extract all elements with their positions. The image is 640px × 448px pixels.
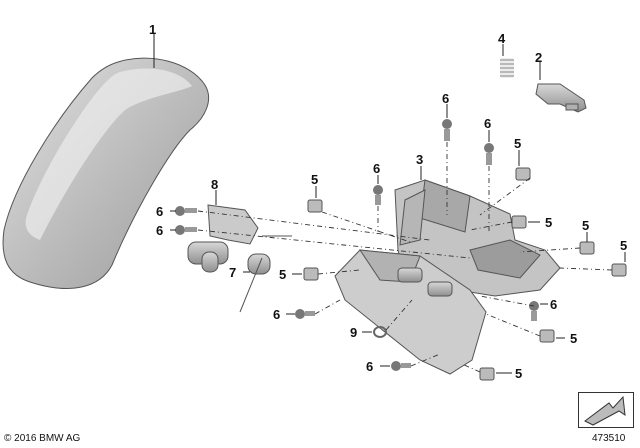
arrow-icon (584, 395, 626, 426)
spring-part (500, 44, 514, 78)
alignment-lines (197, 142, 613, 373)
screw (442, 119, 452, 141)
callout-5: 5 (279, 267, 286, 282)
clip-nut (307, 199, 323, 213)
callout-6: 6 (484, 116, 491, 131)
clip-nuts-part-5 (303, 167, 627, 381)
callout-6: 6 (156, 223, 163, 238)
callout-5: 5 (515, 366, 522, 381)
screw (373, 185, 383, 205)
callout-8: 8 (211, 177, 218, 192)
callout-9: 9 (350, 325, 357, 340)
screws-part-6 (175, 119, 539, 371)
callout-5: 5 (311, 172, 318, 187)
callout-5: 5 (570, 331, 577, 346)
callout-2: 2 (535, 50, 542, 65)
screw (175, 225, 197, 235)
lever-part (535, 62, 587, 113)
screw (391, 361, 411, 371)
clip-nut (579, 241, 595, 255)
navigation-arrow-box[interactable] (578, 392, 634, 428)
callout-leaders (170, 104, 626, 374)
callout-5: 5 (620, 238, 627, 253)
clip-part (239, 235, 292, 313)
callout-6: 6 (373, 161, 380, 176)
screw (175, 206, 197, 216)
callout-5: 5 (582, 218, 589, 233)
screw (484, 143, 494, 165)
clip-nut (539, 329, 555, 343)
callout-3: 3 (416, 152, 423, 167)
screw (295, 309, 315, 319)
callout-7: 7 (229, 265, 236, 280)
clip-nut (479, 367, 495, 381)
callout-4: 4 (498, 31, 506, 46)
copyright-text: © 2016 BMW AG (4, 433, 81, 444)
callout-6: 6 (273, 307, 280, 322)
callout-5: 5 (514, 136, 521, 151)
clip-nut (303, 267, 319, 281)
callout-6: 6 (156, 204, 163, 219)
clip-nut (515, 167, 531, 181)
lower-tray-part (334, 249, 487, 375)
callout-6: 6 (442, 91, 449, 106)
callout-6: 6 (366, 359, 373, 374)
callout-5: 5 (545, 215, 552, 230)
clip-nut (611, 263, 627, 277)
screw (529, 301, 539, 321)
callout-6: 6 (550, 297, 557, 312)
callout-1: 1 (149, 22, 156, 37)
ring-part (373, 326, 387, 338)
armrest-cover-part (2, 34, 210, 289)
diagram-number: 473510 (592, 433, 626, 444)
hinge-bracket-part (187, 190, 259, 273)
clip-nut (511, 215, 527, 229)
